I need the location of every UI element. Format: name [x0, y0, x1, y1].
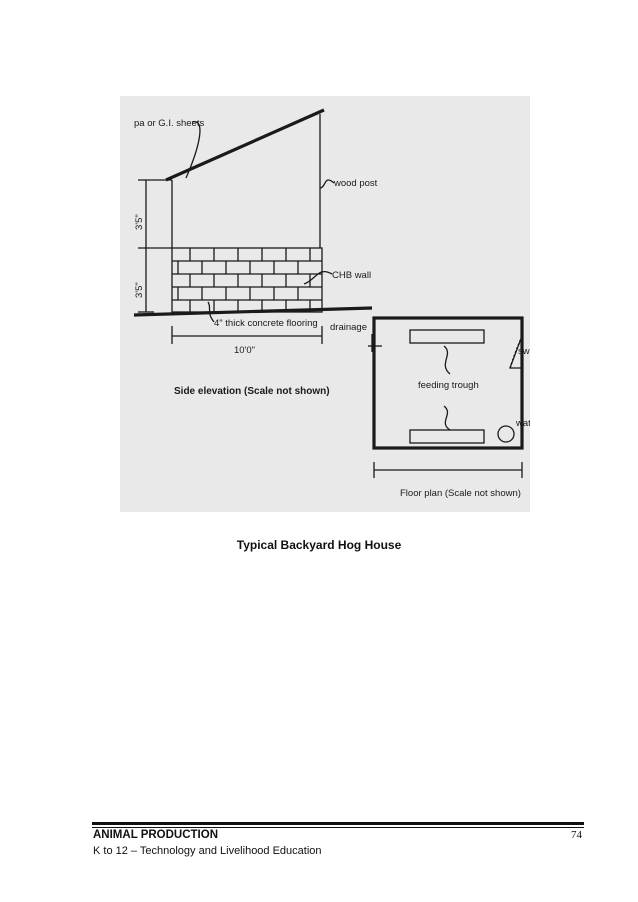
page-number: 74: [571, 829, 582, 841]
floor-label: 4" thick concrete flooring: [214, 318, 318, 329]
water-label: wate: [515, 418, 530, 429]
footer-subtitle: K to 12 – Technology and Livelihood Educ…: [93, 845, 322, 857]
dim-lower-label: 3'5": [134, 282, 145, 298]
trough-bottom: [409, 429, 485, 444]
post-label: wood post: [333, 178, 378, 189]
side-title: Side elevation (Scale not shown): [174, 386, 330, 397]
trough-top: [409, 329, 485, 344]
chb-wall: [171, 247, 323, 313]
swing-label: swinge: [518, 346, 530, 357]
floor-plan: [368, 316, 524, 478]
footer-rule-thin: [92, 827, 584, 828]
footer-rule: [92, 822, 584, 825]
trough-leader-top: [443, 345, 451, 375]
height-dimension: [138, 179, 172, 313]
footer-title: ANIMAL PRODUCTION: [93, 829, 219, 841]
waterer-icon: [497, 425, 515, 443]
trough-label: feeding trough: [418, 380, 479, 391]
trough-leader-bottom: [443, 405, 451, 431]
dim-upper-label: 3'5": [134, 214, 145, 230]
floor-leader: [207, 301, 215, 323]
roof-leader: [185, 121, 201, 179]
roof-label: pa or G.I. sheets: [134, 118, 204, 129]
wall-label: CHB wall: [332, 270, 371, 281]
post-leader: [319, 179, 335, 189]
figure-caption: Typical Backyard Hog House: [236, 538, 402, 552]
drain-label: drainage: [330, 322, 367, 333]
hog-house-drawing: 3'5" 3'5" 10'0" pa or G.I. sheets wood p…: [133, 108, 530, 499]
width-dimension: [171, 326, 323, 344]
roof-line: [165, 108, 325, 182]
dim-width-label: 10'0": [234, 345, 255, 356]
wall-leader: [303, 270, 333, 285]
plan-title: Floor plan (Scale not shown): [400, 488, 521, 499]
hog-house-figure: 3'5" 3'5" 10'0" pa or G.I. sheets wood p…: [120, 96, 530, 512]
